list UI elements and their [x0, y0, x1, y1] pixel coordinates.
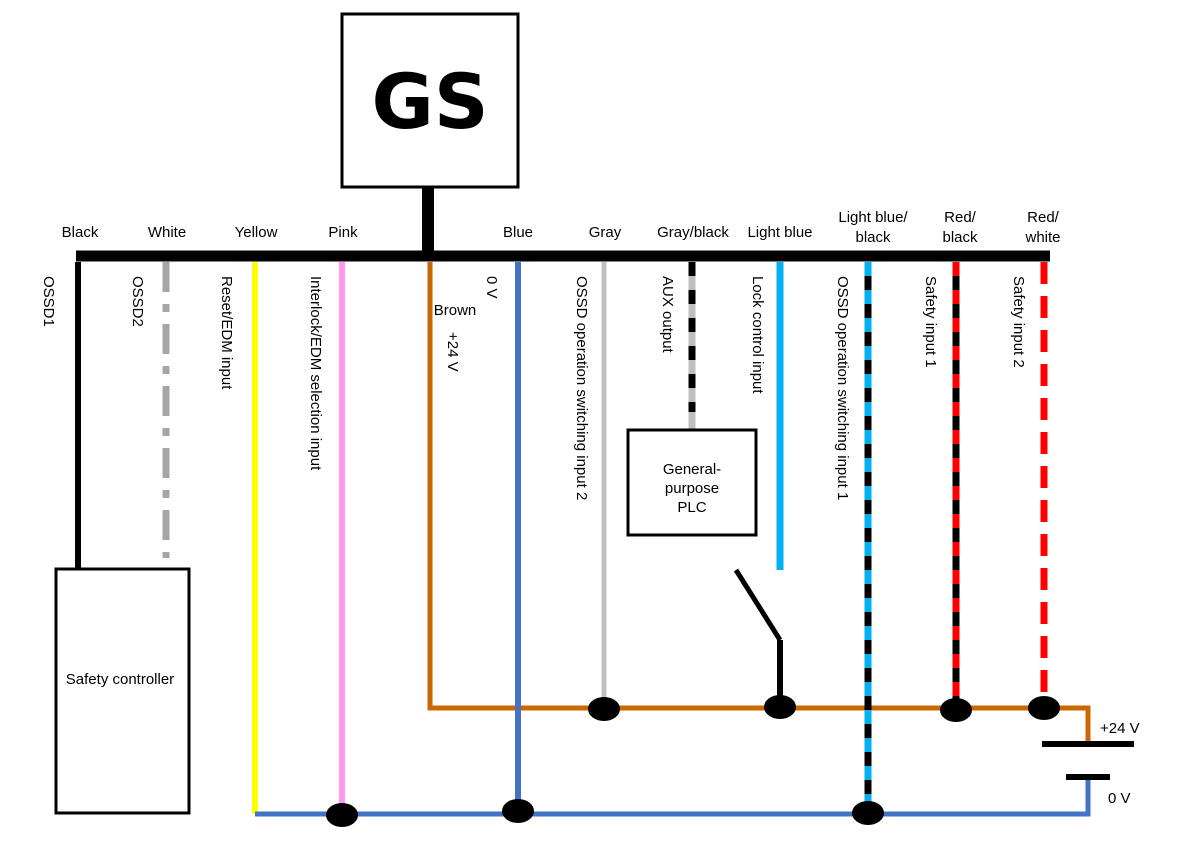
- junction-dot: [588, 697, 620, 721]
- wire-function-label-yellow: Reset/EDM input: [218, 276, 235, 390]
- wire-color-label-gray-black: Gray/black: [657, 224, 729, 241]
- wire-brown: [427, 262, 1091, 743]
- wire-color-label-red-white: Red/white: [1024, 209, 1060, 246]
- wire-function-label-red-black: Safety input 1: [922, 276, 939, 368]
- safety-controller-label: Safety controller: [66, 671, 174, 688]
- wire-function-label-red-white: Safety input 2: [1010, 276, 1027, 368]
- lock-control-switch-lever: [733, 568, 783, 642]
- wire-function-label-light-blue: Lock control input: [749, 276, 766, 394]
- junction-dot: [764, 695, 796, 719]
- gs-device-box: [340, 12, 520, 189]
- junction-dot: [1028, 696, 1060, 720]
- power-positive-label: +24 V: [1100, 720, 1140, 737]
- wire-function-label-black: OSSD1: [40, 276, 57, 327]
- wire-color-label-blue: Blue: [503, 224, 533, 241]
- power-negative-label: 0 V: [1108, 790, 1131, 807]
- wire-zero-volt-return: [255, 778, 1091, 817]
- wire-function-label-gray: OSSD operation switching input 2: [573, 276, 590, 500]
- wire-color-label-yellow: Yellow: [235, 224, 278, 241]
- gs-device-label: GS: [371, 57, 488, 146]
- junction-dot: [940, 698, 972, 722]
- wire-color-label-pink: Pink: [328, 224, 358, 241]
- junction-dot: [326, 803, 358, 827]
- wire-function-label-light-blue-black: OSSD operation switching input 1: [834, 276, 851, 500]
- wire-function-label-pink: Interlock/EDM selection input: [307, 276, 324, 471]
- wire-color-label-black: Black: [62, 224, 99, 241]
- wire-function-label-blue: 0 V: [483, 276, 500, 299]
- wire-function-label-white: OSSD2: [129, 276, 146, 327]
- wire-color-label-red-black: Red/black: [942, 209, 978, 246]
- safety-controller-box: [54, 567, 191, 815]
- junction-dot: [502, 799, 534, 823]
- wire-function-label-brown: +24 V: [444, 332, 461, 372]
- wire-color-label-gray: Gray: [589, 224, 622, 241]
- wire-function-label-gray-black: AUX output: [659, 276, 676, 354]
- junction-dot: [852, 801, 884, 825]
- wire-color-label-white: White: [148, 224, 186, 241]
- wire-color-label-brown: Brown: [434, 302, 477, 319]
- plc-box: [626, 428, 758, 537]
- wire-color-label-light-blue: Light blue: [747, 224, 812, 241]
- wire-color-label-light-blue-black: Light blue/black: [838, 209, 908, 246]
